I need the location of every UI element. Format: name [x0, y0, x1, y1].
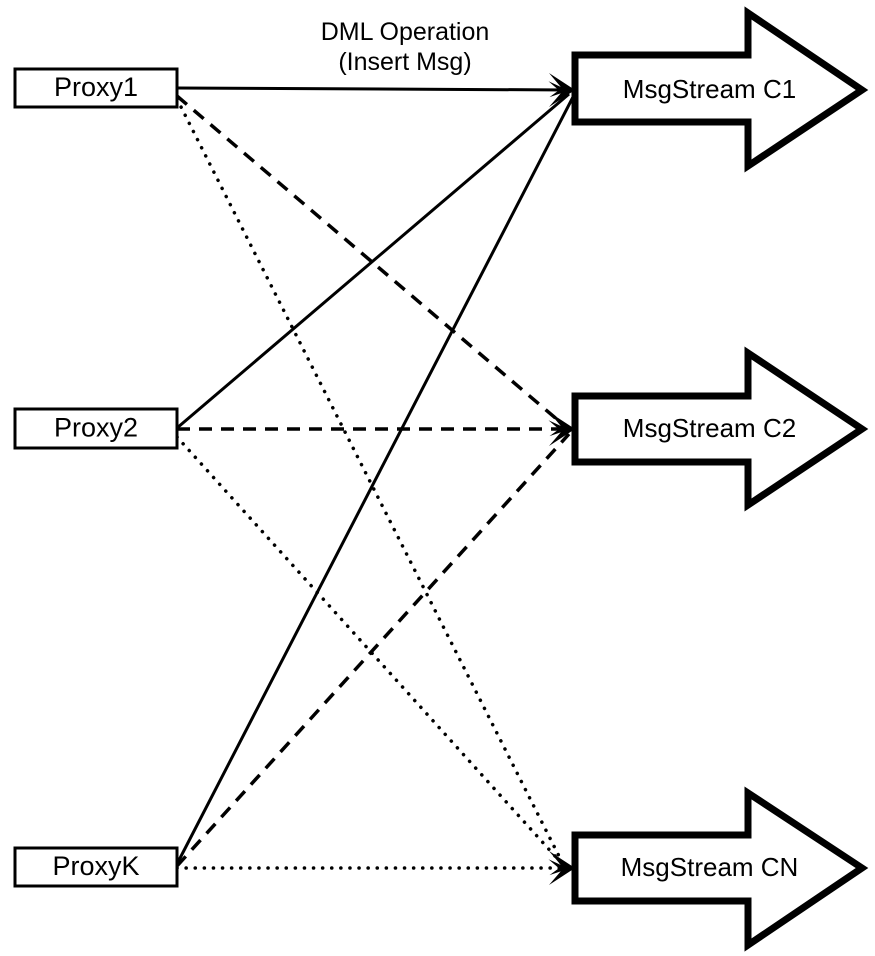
streams-layer: MsgStream C1 MsgStream C2 MsgStream CN	[571, 6, 869, 952]
msgstream-stream_c2[interactable]: MsgStream C2	[571, 346, 869, 512]
msgstream-label: MsgStream C2	[623, 413, 796, 443]
arrowhead-c1	[548, 73, 575, 107]
edge-proxyk-to-c1	[175, 96, 575, 865]
arrowhead-c2	[548, 412, 575, 446]
msgstream-stream_c1[interactable]: MsgStream C1	[571, 6, 869, 173]
proxy-label: Proxy1	[54, 72, 138, 102]
edge-proxyk-to-c2	[175, 432, 571, 868]
edge-label-dml-operation: DML Operation	[321, 18, 490, 46]
msgstream-label: MsgStream CN	[621, 852, 799, 882]
proxy-label: ProxyK	[52, 851, 139, 881]
proxy-box	[13, 67, 179, 109]
msgstream-shape	[571, 786, 869, 952]
msgstream-label: MsgStream C1	[623, 74, 796, 104]
edge-proxy1-to-c1	[176, 86, 571, 92]
msgstream-shape	[571, 346, 869, 512]
proxy-box	[13, 407, 179, 450]
msgstream-stream_cn[interactable]: MsgStream CN	[571, 786, 869, 952]
edge-proxy2-to-cn	[175, 435, 566, 868]
edge-proxy2-to-c1	[176, 92, 570, 430]
proxy-box	[13, 846, 179, 888]
arrowheads-layer	[548, 73, 575, 885]
edge-label-insert-msg: (Insert Msg)	[338, 48, 471, 76]
edge-proxy1-to-c2	[175, 94, 568, 429]
proxy-node-proxy1[interactable]: Proxy1	[13, 67, 179, 109]
proxy-label: Proxy2	[54, 413, 138, 443]
arrowhead-cn	[548, 851, 575, 885]
proxy-node-proxy2[interactable]: Proxy2	[13, 407, 179, 450]
edges-layer	[175, 86, 575, 870]
msgstream-shape	[571, 6, 869, 173]
proxy-node-proxyk[interactable]: ProxyK	[13, 846, 179, 888]
